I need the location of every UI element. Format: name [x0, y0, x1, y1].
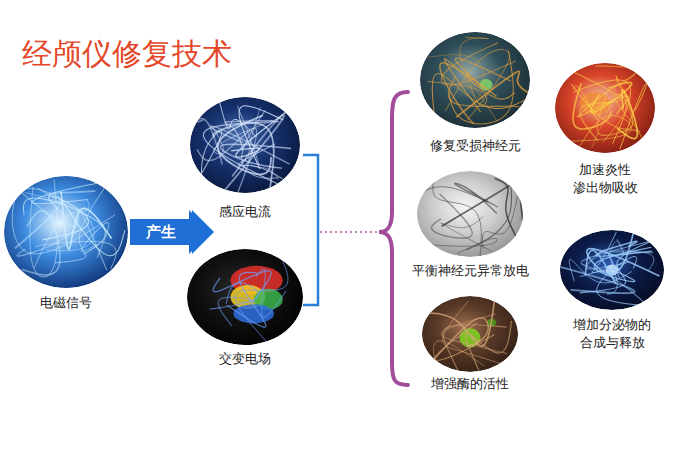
node-label: 增加分泌物的 合成与释放 — [573, 316, 651, 352]
image-node: 电磁信号 — [2, 174, 130, 312]
diagram-title: 经颅仪修复技术 — [22, 36, 232, 72]
image-node: 平衡神经元异常放电 — [410, 169, 531, 280]
illustration-fibre — [417, 187, 498, 207]
illustration-fibre — [574, 72, 620, 141]
illustration-group — [4, 176, 128, 288]
illustration-fibre — [238, 144, 293, 186]
illustration-ground — [420, 32, 530, 128]
illustration-fibre — [580, 240, 655, 293]
image-node: 感应电流 — [188, 95, 302, 221]
dotted-connector — [320, 231, 377, 233]
illustration-ground — [190, 97, 300, 193]
illustration-group — [190, 97, 300, 193]
illustration-fibre — [12, 188, 115, 253]
node-label: 电磁信号 — [40, 294, 92, 312]
illustration-fibre — [210, 283, 259, 309]
illustration-fibre — [213, 271, 271, 298]
illustration-fibre — [62, 200, 125, 255]
label-group: 增强酶的活性 — [420, 375, 520, 393]
illustration-fibre — [442, 181, 523, 226]
node-illustration — [420, 32, 530, 128]
node-illustration — [417, 171, 523, 257]
illustration-fibre — [443, 300, 515, 368]
illustration-fibre — [422, 301, 494, 347]
illustration-fibre — [603, 94, 640, 141]
illustration-group — [555, 63, 655, 153]
illustration-fibre — [30, 179, 58, 277]
illustration-fibre — [424, 318, 488, 371]
node-label: 增强酶的活性 — [431, 375, 509, 393]
label-group: 感应电流 — [188, 203, 302, 221]
illustration-group — [422, 296, 518, 372]
image-node: 交变电场 — [185, 247, 305, 368]
illustration-ground — [417, 171, 523, 257]
node-label: 交变电场 — [219, 350, 271, 368]
illustration-ground — [4, 176, 128, 288]
illustration-fibre — [194, 131, 222, 188]
label-group: 加速炎性 渗出物吸收 — [553, 161, 657, 197]
illustration-fibre — [15, 191, 96, 248]
image-node: 增强酶的活性 — [420, 294, 520, 393]
block-arrow — [130, 210, 214, 254]
node-illustration — [555, 63, 655, 153]
node-label: 平衡神经元异常放电 — [412, 262, 529, 280]
node-illustration — [187, 249, 303, 345]
illustration-fibre — [225, 121, 274, 149]
illustration-fibre — [596, 241, 652, 256]
node-label: 加速炎性 渗出物吸收 — [573, 161, 638, 197]
node-illustration — [4, 176, 128, 288]
node-illustration — [422, 296, 518, 372]
label-group: 电磁信号 — [2, 294, 130, 312]
illustration-group — [187, 249, 303, 345]
image-node: 增加分泌物的 合成与释放 — [558, 228, 666, 352]
label-group: 修复受损神经元 — [418, 137, 532, 155]
blue-bracket — [303, 155, 318, 305]
illustration-fibre — [591, 77, 634, 149]
illustration-fibre — [466, 173, 511, 250]
illustration-fibre — [433, 341, 484, 366]
image-node: 加速炎性 渗出物吸收 — [553, 61, 657, 197]
illustration-fibre — [561, 267, 635, 293]
illustration-group — [420, 32, 530, 128]
node-illustration — [190, 97, 300, 193]
purple-brace — [379, 92, 408, 385]
node-label: 修复受损神经元 — [430, 137, 521, 155]
illustration-fibre — [460, 37, 497, 121]
illustration-fibre — [428, 73, 487, 105]
illustration-ground — [555, 63, 655, 153]
node-illustration — [560, 230, 664, 310]
illustration-fibre — [587, 232, 660, 276]
illustration-fibre — [597, 257, 646, 306]
illustration-fibre — [443, 325, 507, 372]
illustration-fibre — [571, 75, 633, 129]
illustration-fibre — [238, 106, 259, 164]
illustration-ground — [187, 249, 303, 345]
illustration-fibre — [574, 86, 597, 120]
label-group: 增加分泌物的 合成与释放 — [558, 316, 666, 352]
illustration-fibre — [235, 254, 288, 344]
illustration-fibre — [431, 194, 472, 238]
illustration-ground — [422, 296, 518, 372]
label-group: 平衡神经元异常放电 — [410, 262, 531, 280]
image-node: 修复受损神经元 — [418, 30, 532, 155]
illustration-fibre — [256, 269, 286, 317]
block-arrow — [130, 210, 211, 254]
node-label: 感应电流 — [219, 203, 271, 221]
illustration-fibre — [455, 183, 497, 213]
illustration-group — [417, 171, 523, 257]
illustration-fibre — [418, 238, 497, 253]
label-group: 交变电场 — [185, 350, 305, 368]
illustration-fibre — [197, 128, 257, 192]
illustration-fibre — [610, 251, 654, 271]
illustration-fibre — [456, 71, 528, 117]
illustration-ground — [560, 230, 664, 310]
illustration-group — [560, 230, 664, 310]
illustration-fibre — [578, 96, 628, 117]
arrow-label: 产生 — [146, 223, 176, 241]
